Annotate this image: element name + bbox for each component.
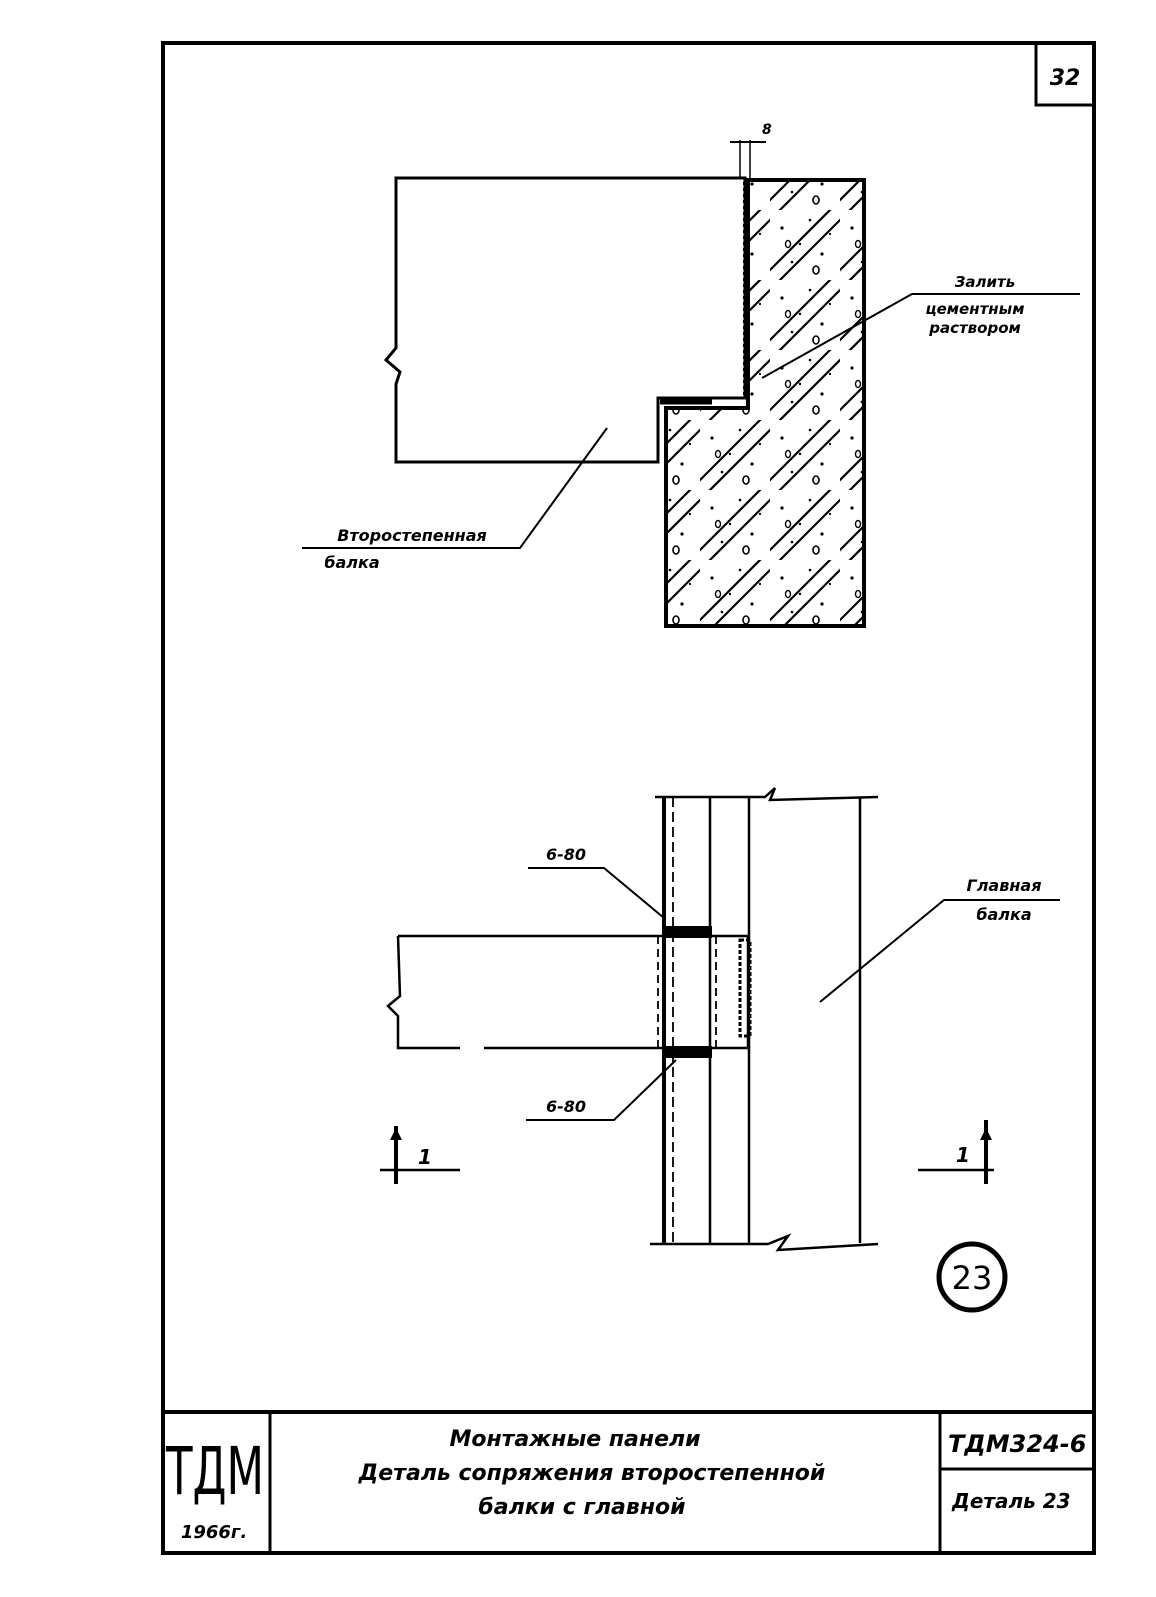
title-block: ТДМ 1966г. Монтажные панели Деталь сопря…: [163, 1410, 1094, 1553]
weld-top-label: 6-80: [546, 845, 586, 864]
grout-label-line1: Залить: [955, 273, 1015, 291]
title-line3: балки с главной: [478, 1495, 685, 1520]
weld-bottom: [666, 1046, 712, 1058]
page-number: 32: [1050, 66, 1081, 91]
main-beam-concrete-section: [664, 178, 866, 628]
secondary-beam-plan: [398, 934, 750, 1050]
secondary-beam-label-line2: балка: [324, 553, 379, 572]
bottom-plan-view: 6-80 6-80 Главная балка 1 1 23: [380, 787, 1060, 1313]
weld-top: [666, 926, 712, 938]
main-beam-label-line2: балка: [976, 905, 1031, 924]
section-right-label: 1: [956, 1143, 970, 1167]
gap-dimension: 8: [762, 122, 772, 138]
org-logo: ТДМ: [165, 1433, 264, 1510]
detail-reference: Деталь 23: [951, 1489, 1071, 1513]
main-beam-label-line1: Главная: [967, 876, 1042, 895]
weld-end: [738, 938, 752, 1038]
secondary-beam-label-line1: Второстепенная: [337, 526, 487, 545]
title-line2: Деталь сопряжения второстепенной: [358, 1461, 826, 1486]
series-code: ТДМ324-6: [948, 1430, 1086, 1458]
detail-number-marker: 23: [936, 1241, 1008, 1313]
section-mark-left: 1: [380, 1126, 460, 1184]
top-section-view: 8 Залить цементным раствором Второстепен…: [302, 122, 1080, 628]
sheet-frame: [161, 41, 1096, 1555]
secondary-beam-outline: [383, 176, 747, 464]
section-mark-right: 1: [918, 1120, 994, 1184]
weld-bottom-label: 6-80: [546, 1097, 586, 1116]
bottom-break-line: [650, 1233, 879, 1252]
weld-bottom-leader: [526, 1059, 677, 1121]
section-left-label: 1: [418, 1145, 432, 1169]
grout-label-line3: раствором: [928, 319, 1021, 337]
grout-leader: [761, 293, 1080, 379]
weld-top-leader: [528, 867, 665, 919]
secondary-beam-leader: [302, 427, 608, 549]
top-break-line: [655, 787, 879, 802]
title-line1: Монтажные панели: [449, 1427, 700, 1452]
grout-label-line2: цементным: [926, 300, 1025, 318]
detail-number: 23: [952, 1259, 993, 1297]
page-number-box: 32: [1034, 41, 1096, 107]
year-label: 1966г.: [181, 1522, 247, 1543]
secondary-beam-break: [386, 935, 460, 1050]
main-beam-leader: [819, 899, 1060, 1003]
